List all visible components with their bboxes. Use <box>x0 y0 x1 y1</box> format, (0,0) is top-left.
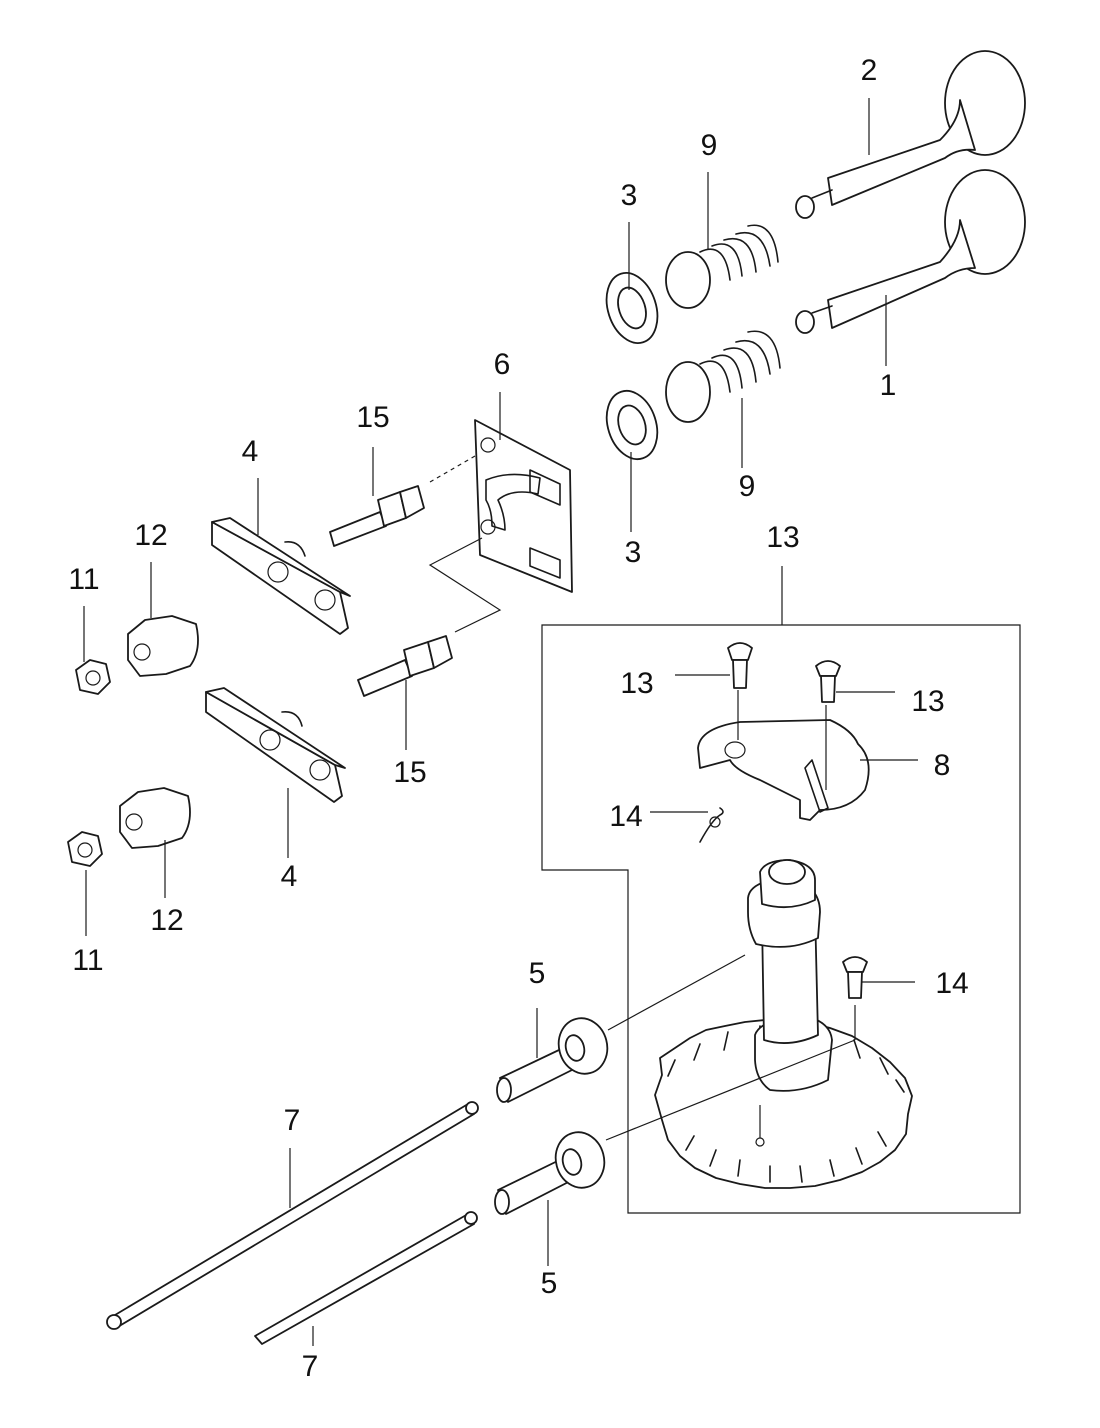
callout-8: 8 <box>934 749 951 782</box>
callout-1: 1 <box>880 369 897 402</box>
bolt-13-lower <box>842 956 868 999</box>
nut-lower <box>67 831 103 867</box>
callout-11-lower: 11 <box>72 944 103 977</box>
callout-7-upper: 7 <box>284 1104 301 1137</box>
tappet-lower <box>494 1131 606 1215</box>
callout-15-lower: 15 <box>393 756 426 789</box>
callout-4-upper: 4 <box>242 435 259 468</box>
callout-5-upper: 5 <box>529 957 546 990</box>
callout-5-lower: 5 <box>541 1267 558 1300</box>
callout-2: 2 <box>861 54 878 87</box>
camshaft-assembly-frame <box>541 624 1021 1214</box>
callout-13-lower: 14 <box>935 967 968 1000</box>
valve-1 <box>795 169 1026 334</box>
bolt-13-upper-right <box>815 660 841 703</box>
pin-14 <box>699 807 724 843</box>
rocker-arm-upper <box>211 517 351 635</box>
callout-4-lower: 4 <box>281 860 298 893</box>
callout-13-upper-left: 13 <box>620 667 653 700</box>
callout-10: 13 <box>766 521 799 554</box>
retainer-lower <box>605 389 659 461</box>
tappet-upper <box>496 1017 609 1103</box>
push-rod-lower <box>254 1211 478 1345</box>
rocker-arm-lower <box>205 687 346 803</box>
stud-upper <box>329 455 476 547</box>
callout-3-lower: 3 <box>625 536 642 569</box>
callout-15-upper: 15 <box>356 401 389 434</box>
governor-weight <box>697 719 870 821</box>
callout-14: 14 <box>609 800 642 833</box>
stud-lower <box>357 537 502 697</box>
valve-2 <box>795 50 1026 219</box>
callout-3-upper: 3 <box>621 179 638 212</box>
bolt-13-upper-left <box>727 642 753 689</box>
callout-12-lower: 12 <box>150 904 183 937</box>
nut-upper <box>75 659 111 695</box>
spring-lower <box>665 330 781 423</box>
guide-plate <box>474 419 573 593</box>
spring-upper <box>665 224 779 309</box>
pivot-ball-upper <box>127 615 199 677</box>
callout-9-upper: 9 <box>701 129 718 162</box>
retainer-upper <box>605 272 659 344</box>
callout-9-lower: 9 <box>739 470 756 503</box>
leader-lines <box>83 98 918 1346</box>
camshaft-gear <box>654 859 913 1189</box>
callout-12-upper: 12 <box>134 519 167 552</box>
callout-11-upper: 11 <box>68 563 99 596</box>
callout-7-lower: 7 <box>302 1350 319 1383</box>
callout-6: 6 <box>494 348 511 381</box>
push-rod-upper <box>106 1101 479 1330</box>
pivot-ball-lower <box>119 787 191 849</box>
callout-13-upper-right: 13 <box>911 685 944 718</box>
